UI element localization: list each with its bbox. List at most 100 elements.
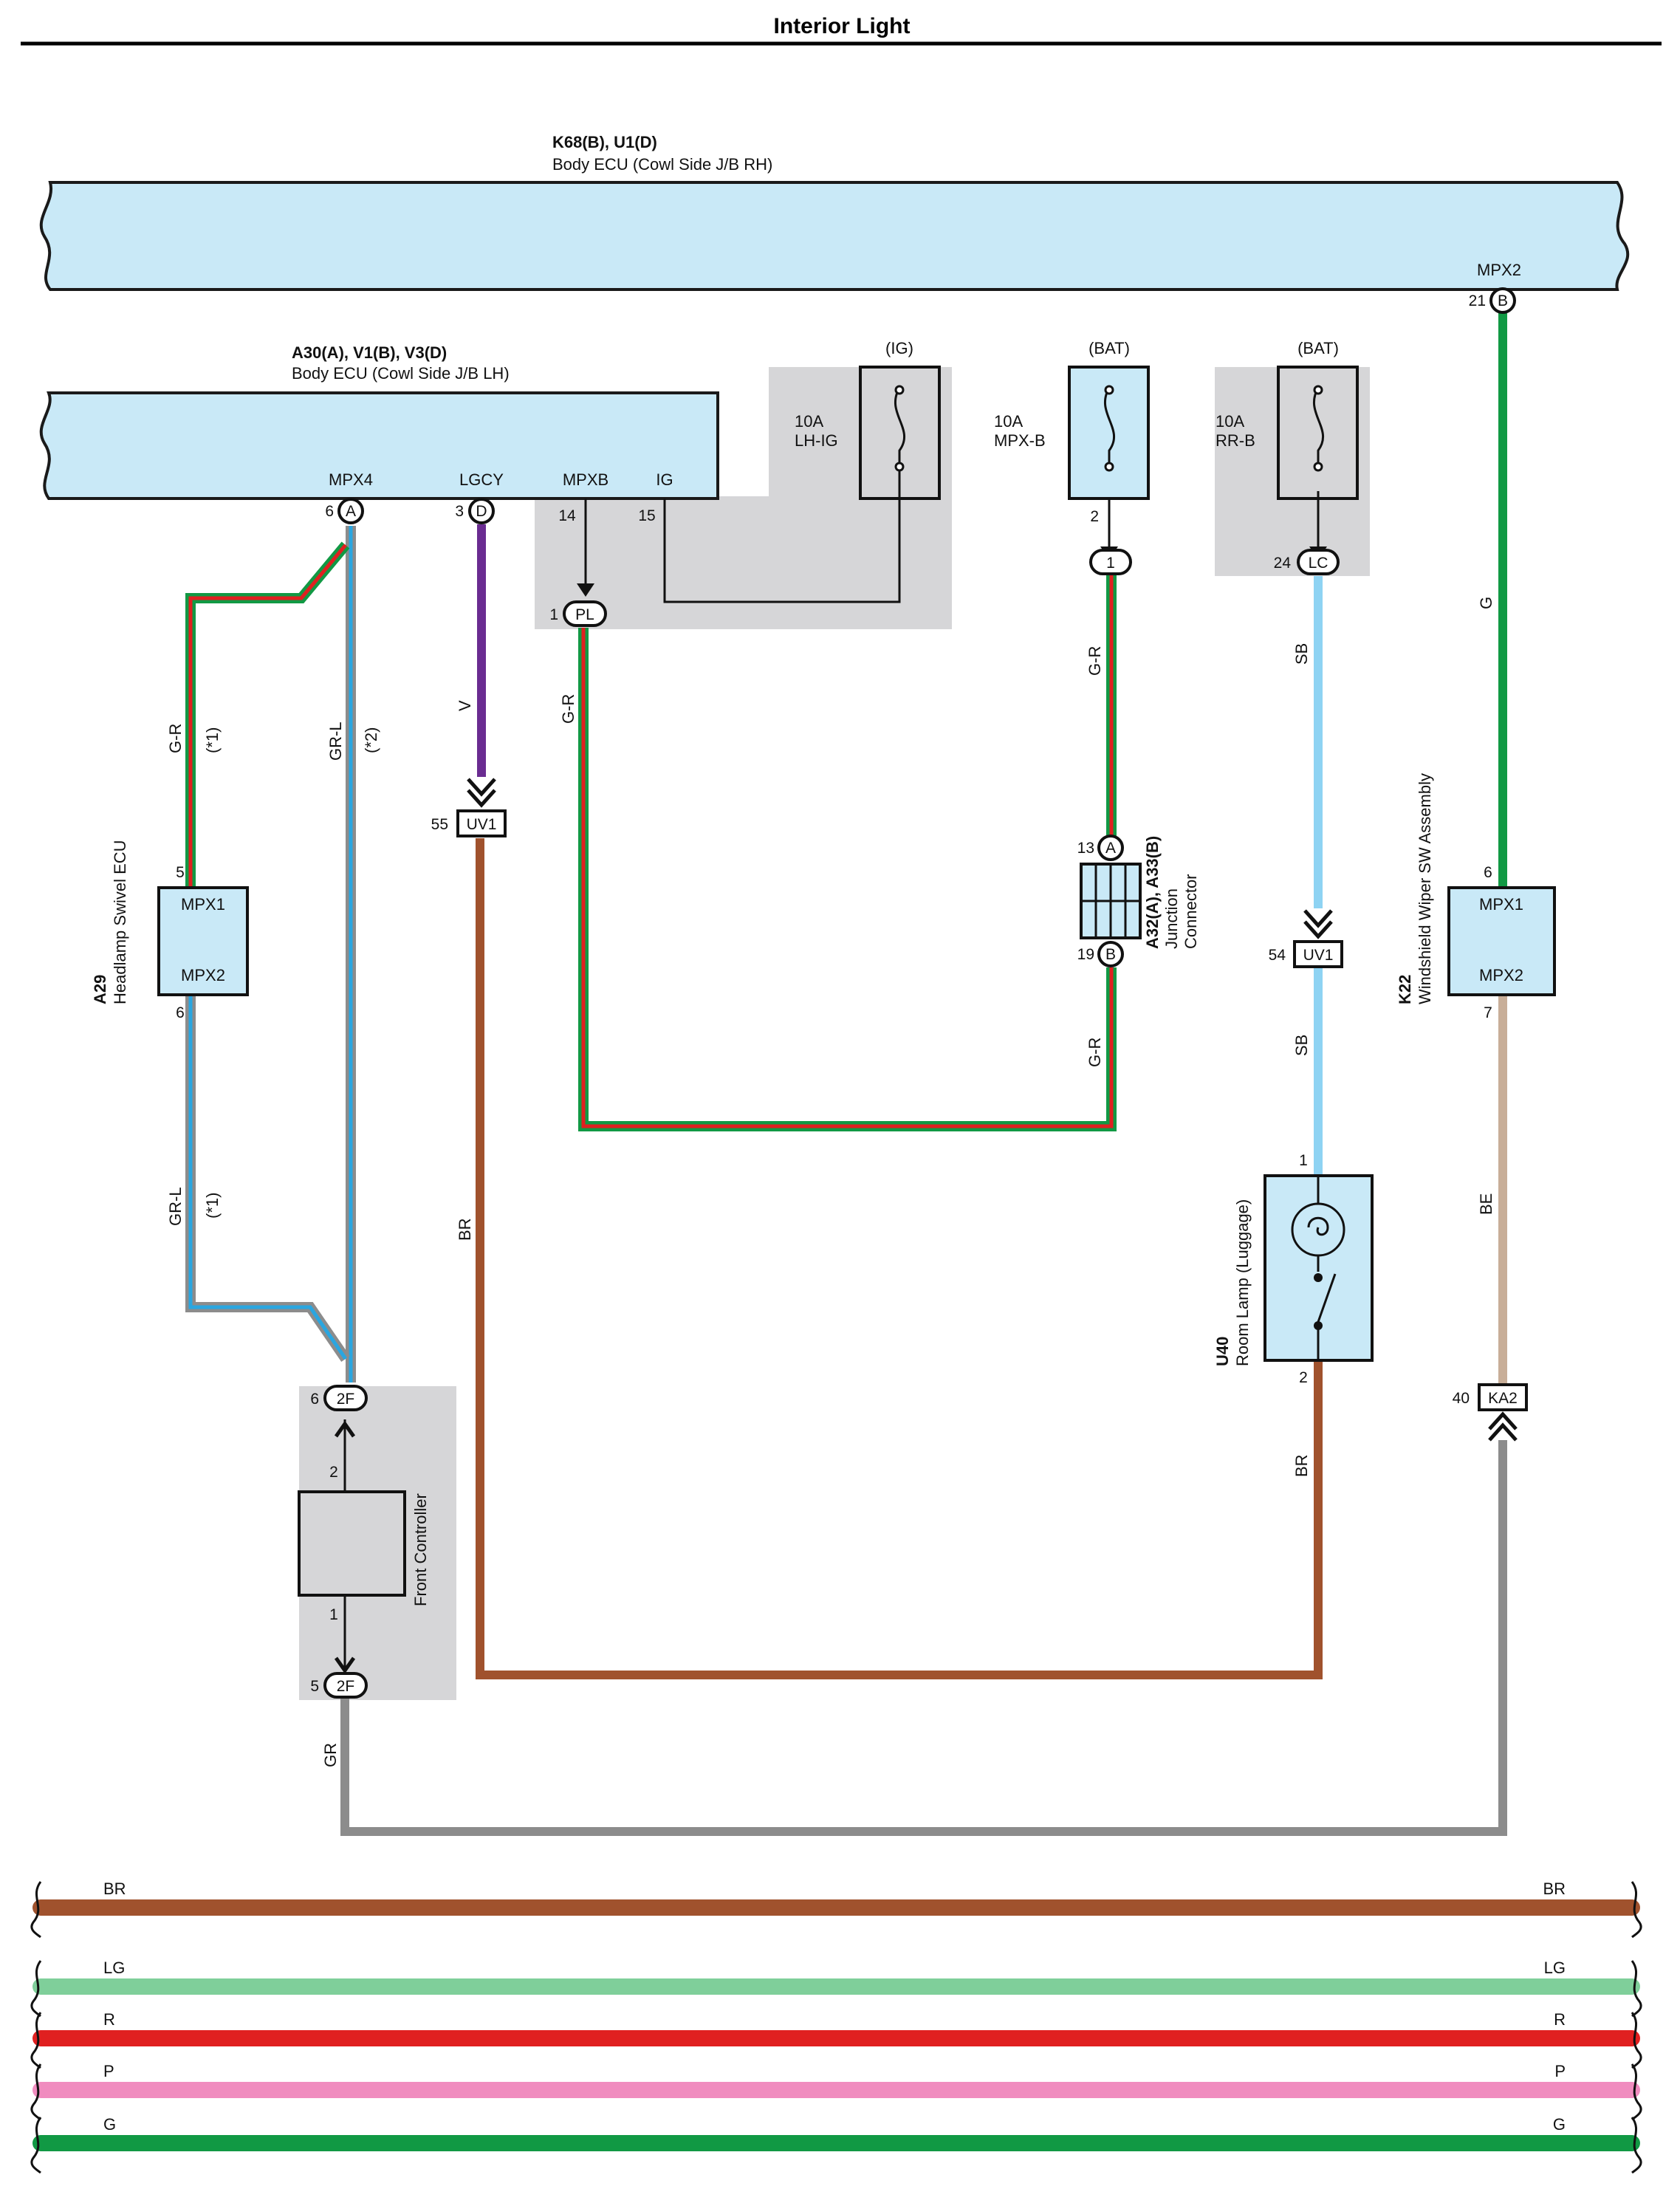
body-ecu-rh-pin-label: MPX2 [1477, 261, 1521, 279]
fuse-rrb-name: RR-B [1216, 431, 1255, 450]
legend-label-right: G [1553, 2115, 1566, 2134]
fuse-rrb-icon [1313, 387, 1324, 464]
fc-pin-top: 2 [329, 1464, 338, 1481]
conn-lh-a-pin: 6 [325, 503, 334, 520]
conn-rh-b [1489, 287, 1516, 314]
legend-break-right-icon [1631, 2117, 1642, 2174]
conn-lh-a-code: A [346, 503, 356, 520]
fuse-ig-term2 [894, 462, 905, 472]
conn-lc-pin: 24 [1274, 555, 1292, 572]
legend-label-right: LG [1544, 1959, 1566, 1977]
fuse-ig-icon [894, 387, 905, 464]
junction-conn-b-code: B [1105, 946, 1116, 963]
junction-pin-a: 13 [1077, 840, 1094, 857]
u40-sw-term2 [1314, 1321, 1323, 1330]
fuse-ig-term [894, 385, 905, 395]
conn-pl [563, 600, 607, 627]
fc-arrow-down-icon [334, 1656, 356, 1674]
body-ecu-rh-code: K68(B), U1(D) [552, 133, 657, 151]
uv1-54-chevron-icon [1303, 909, 1333, 939]
conn-1-code: 1 [1106, 555, 1115, 572]
k22-pin2-no: 7 [1484, 1004, 1492, 1021]
junction-name-1: Junction [1162, 888, 1181, 949]
legend-label-right: BR [1543, 1880, 1566, 1898]
fuse-mpxb-pin: 2 [1090, 508, 1099, 525]
conn-1 [1089, 549, 1132, 575]
junction-code: A32(A), A33(B) [1143, 836, 1162, 949]
a29-pin2: MPX2 [181, 966, 225, 984]
front-controller-box [298, 1490, 406, 1597]
legend-break-right-icon [1631, 1960, 1642, 2018]
k22-pin2: MPX2 [1479, 966, 1523, 984]
u40-pin1: 1 [1299, 1152, 1308, 1169]
mpxb-pin-no: 14 [558, 507, 576, 524]
body-ecu-rh-name: Body ECU (Cowl Side J/B RH) [552, 155, 772, 174]
fuse-mpxb-icon [1104, 387, 1115, 464]
conn-pl-pin: 1 [549, 606, 558, 623]
conn-pl-code: PL [575, 606, 594, 623]
fuse-rrb-supply: (BAT) [1297, 339, 1339, 357]
k22-box [1447, 886, 1556, 996]
conn-uv1-55-pin: 55 [431, 816, 448, 833]
legend-break-right-icon [1631, 2063, 1642, 2121]
legend-break-left-icon [30, 2012, 42, 2069]
fuse-mpxb-supply: (BAT) [1088, 339, 1130, 357]
pin-label-mpx4: MPX4 [329, 470, 373, 489]
a29-pin1: MPX1 [181, 895, 225, 914]
fc-pin-bot: 1 [329, 1606, 338, 1623]
legend-break-left-icon [30, 1881, 42, 1939]
ig-pin-no: 15 [638, 507, 655, 524]
lbl-br-u40: BR [1292, 1454, 1311, 1477]
conn-2f-bot [323, 1672, 368, 1699]
conn-2f-bot-code: 2F [337, 1678, 355, 1695]
lbl-be: BE [1477, 1193, 1495, 1215]
fuse-rrb-term [1313, 385, 1323, 395]
lbl-gr-j-top: G-R [1086, 646, 1104, 676]
legend-label-right: R [1554, 2010, 1566, 2029]
body-ecu-lh-name: Body ECU (Cowl Side J/B LH) [292, 364, 510, 383]
legend-label-left: P [103, 2062, 114, 2080]
fuse-mpxb-name: MPX-B [994, 431, 1046, 450]
conn-lc [1297, 549, 1340, 575]
conn-uv1-55 [456, 809, 507, 837]
uv1-55-chevron-icon [467, 778, 496, 808]
pin-label-lgcy: LGCY [459, 470, 504, 489]
fuse-rrb-rating: 10A [1216, 412, 1244, 431]
k22-code: K22 [1396, 975, 1414, 1004]
lbl-gr-j-bot: G-R [1086, 1038, 1104, 1067]
wire-gr-sub1-stripe [188, 544, 347, 890]
pin-label-mpxb: MPXB [563, 470, 608, 489]
fuse-ig-box [859, 366, 941, 500]
fc-arrow-up-icon [334, 1420, 356, 1438]
junction-conn-a [1097, 835, 1124, 861]
conn-2f-bot-pin: 5 [310, 1678, 319, 1695]
a29-box [157, 886, 249, 996]
conn-uv1-54-pin: 54 [1269, 947, 1286, 964]
conn-rh-b-pin: 21 [1469, 292, 1486, 309]
fuse-mpxb-term [1104, 385, 1114, 395]
lbl-v: V [456, 700, 474, 711]
u40-filament-icon [1307, 1216, 1329, 1236]
legend-break-left-icon [30, 2117, 42, 2174]
legend-break-right-icon [1631, 2012, 1642, 2069]
a29-code: A29 [91, 975, 109, 1004]
u40-switch-icon [1317, 1273, 1337, 1323]
conn-uv1-55-code: UV1 [467, 816, 497, 833]
legend-break-right-icon [1631, 1881, 1642, 1939]
fuse-mpxb-term2 [1104, 462, 1114, 472]
conn-2f-top-code: 2F [337, 1391, 355, 1408]
conn-ka2-pin: 40 [1453, 1390, 1470, 1407]
lbl-sb-top: SB [1292, 643, 1311, 665]
u40-pin2: 2 [1299, 1369, 1308, 1386]
a29-pin2-no: 6 [176, 1004, 185, 1021]
conn-2f-top [323, 1385, 368, 1411]
junction-pin-b: 19 [1077, 946, 1094, 963]
junction-conn-a-code: A [1105, 840, 1116, 857]
fuse-ig-supply: (IG) [885, 339, 913, 357]
legend-break-left-icon [30, 1960, 42, 2018]
conn-ka2-code: KA2 [1488, 1390, 1518, 1407]
rrb-fuse-shade [1215, 367, 1370, 576]
wire-gr-pl [578, 628, 1117, 1131]
ig-fuse-wire [663, 470, 901, 603]
